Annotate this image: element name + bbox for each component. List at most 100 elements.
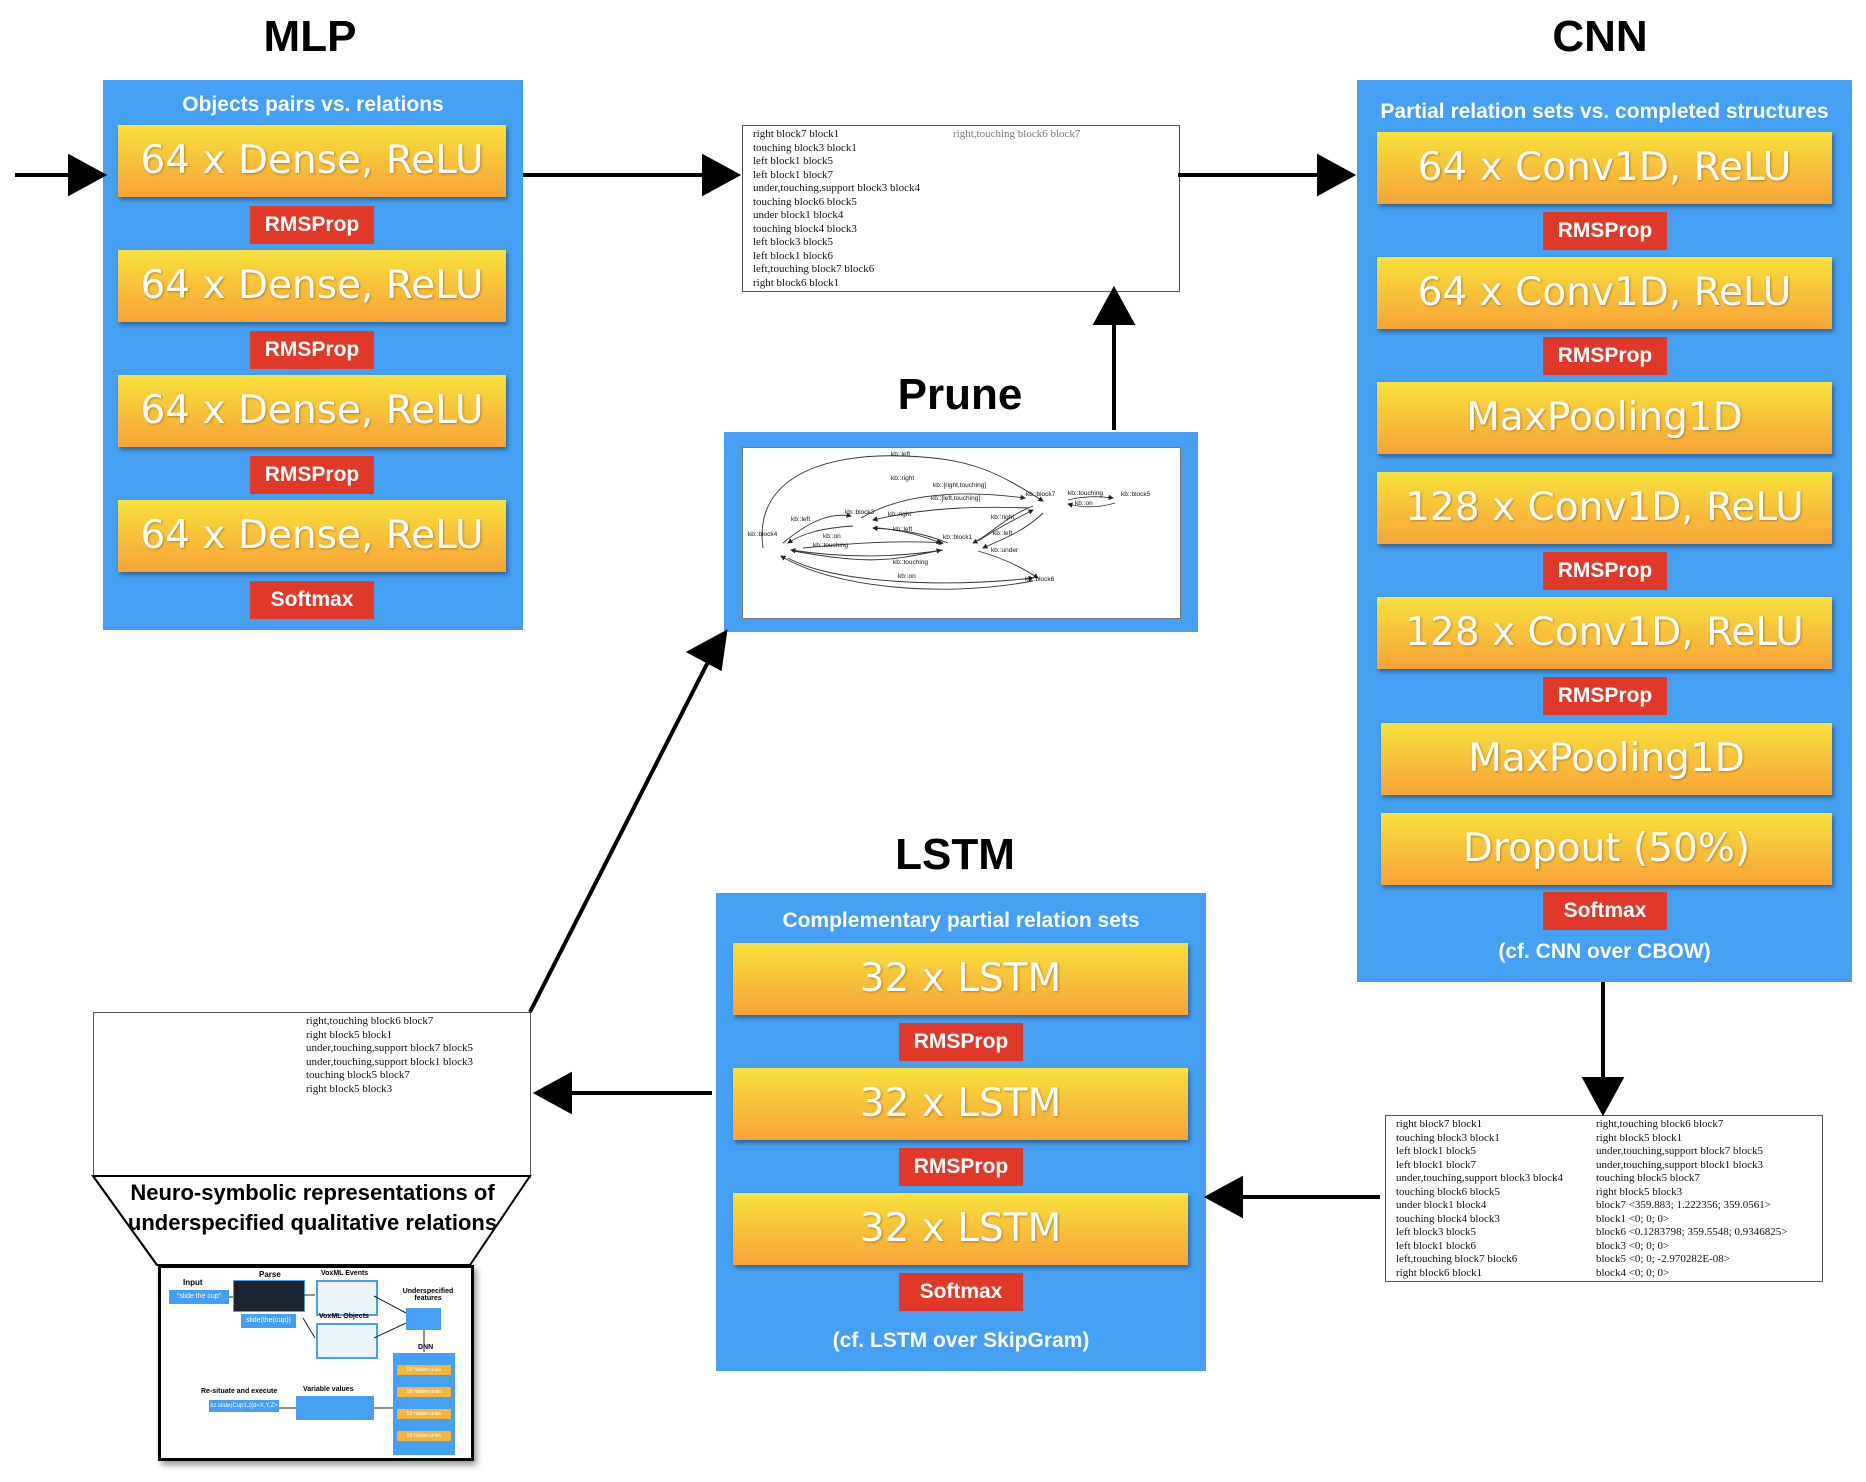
lstm-out-arrow-head — [532, 1071, 572, 1115]
relation-line: right block6 block1 — [1396, 1266, 1483, 1279]
prune-edge-label: kb::left — [893, 526, 912, 533]
relation-line: touching block5 block7 — [1596, 1172, 1700, 1184]
relation-line: under,touching,support block7 block5 — [1596, 1145, 1763, 1157]
relation-line: left,touching block7 block6 — [1396, 1253, 1518, 1265]
relation-line: block6 <0.1283798; 359.5548; 0.9346825> — [1596, 1226, 1788, 1238]
relation-line: right block5 block1 — [306, 1028, 393, 1041]
relation-line: right block6 block1 — [753, 276, 840, 289]
mlp-optimizer-3: RMSProp — [250, 456, 374, 494]
neuro-thumbnail: Input "slide the cup" Parse slide(the(cu… — [158, 1265, 474, 1461]
mlp-output-activation: Softmax — [250, 581, 374, 619]
prune-panel: kb::block4 kb::block3 kb::block7 kb::blo… — [724, 432, 1198, 632]
thumb-parse-label: Parse — [259, 1270, 281, 1279]
prune-edge-label: kb::[right,touching] — [933, 482, 986, 489]
thumb-parse-value: slide(the(cup)) — [241, 1314, 296, 1328]
relation-line: block3 <0; 0; 0> — [1596, 1239, 1670, 1252]
relation-line: right block7 block1 — [753, 128, 840, 140]
prune-edge-label: kb::[left,touching] — [931, 495, 980, 502]
prune-edge-label: kb::touching — [893, 559, 928, 566]
relation-line: left block3 block5 — [753, 236, 834, 248]
thumb-objects-box — [316, 1323, 378, 1359]
cnn-optimizer-4: RMSProp — [1543, 677, 1667, 715]
prune-node-block3: kb::block3 — [845, 509, 875, 516]
relation-line: block1 <0; 0; 0> — [1596, 1212, 1670, 1225]
mlp-optimizer-2: RMSProp — [250, 331, 374, 369]
thumb-values-label: Variable values — [303, 1386, 354, 1393]
thumb-values-box — [296, 1396, 374, 1420]
prune-node-block7: kb::block7 — [1026, 491, 1056, 498]
thumb-resituate-label: Re-situate and execute — [201, 1388, 278, 1395]
thumb-input-label: Input — [183, 1278, 203, 1287]
relation-line: right block7 block1 — [1396, 1118, 1483, 1130]
relation-line: touching block3 block1 — [753, 141, 857, 154]
thumb-parse-tree — [233, 1280, 305, 1312]
relation-line: under,touching,support block1 block3 — [306, 1055, 473, 1068]
prune-edge-label: kb::on — [1075, 500, 1093, 507]
relation-line: left block1 block6 — [1396, 1239, 1477, 1252]
neuro-caption: Neuro-symbolic representations of unders… — [127, 1180, 498, 1235]
thumb-program-box: λz.slide(Cup1,z[d<X,Y,Z> — [209, 1400, 279, 1412]
relation-line: right,touching block6 block7 — [306, 1015, 434, 1027]
cnn-layer-4: 128 x Conv1D, ReLU — [1377, 597, 1832, 669]
thumb-objects-label: VoxML Objects — [319, 1313, 369, 1320]
lstm-in-arrow-head — [1203, 1175, 1243, 1219]
prune-graph-frame: kb::block4 kb::block3 kb::block7 kb::blo… — [742, 447, 1181, 619]
prune-node-block5: kb::block5 — [1121, 491, 1151, 498]
prune-edge-label: kb::left — [791, 516, 810, 523]
lstm-panel: Complementary partial relation sets 32 x… — [716, 893, 1206, 1371]
relation-line: touching block5 block7 — [306, 1069, 410, 1081]
relation-line: left block1 block7 — [1396, 1158, 1477, 1171]
prune-edge-label: kb::right — [888, 511, 911, 518]
cnn-layer-1: 64 x Conv1D, ReLU — [1377, 132, 1832, 204]
prune-edge-label: kb::right — [991, 514, 1014, 521]
relation-line: right,touching block6 block7 — [953, 128, 1081, 140]
lstm-layer-3: 32 x LSTM — [733, 1193, 1188, 1265]
prune-edge-label: kb::on — [898, 573, 916, 580]
thumb-dnn-layer: 50 hidden units — [397, 1431, 451, 1441]
prune-node-block1: kb::block1 — [943, 534, 973, 541]
prune-out-arrow-head — [1092, 285, 1136, 325]
prune-edge-label: kb::touching — [1068, 490, 1103, 497]
prune-edge-label: kb::touching — [813, 542, 848, 549]
cnn-dropout: Dropout (50%) — [1381, 813, 1832, 885]
relation-line: right block5 block3 — [306, 1082, 393, 1095]
lstm-layer-1: 32 x LSTM — [733, 943, 1188, 1015]
mlp-layer-2: 64 x Dense, ReLU — [118, 250, 506, 322]
relation-line: under,touching,support block1 block3 — [1596, 1158, 1763, 1171]
relation-line: block4 <0; 0; 0> — [1596, 1266, 1670, 1279]
cnn-maxpool-2: MaxPooling1D — [1381, 723, 1832, 795]
relation-line: left block1 block6 — [753, 249, 834, 262]
cnn-note: (cf. CNN over CBOW) — [1498, 940, 1711, 963]
prune-relation-graph: kb::block4 kb::block3 kb::block7 kb::blo… — [748, 451, 1151, 590]
cnn-output-activation: Softmax — [1543, 892, 1667, 930]
cnn-optimizer-3: RMSProp — [1543, 552, 1667, 590]
lstm-optimizer-1: RMSProp — [899, 1023, 1023, 1061]
cnn-panel: Partial relation sets vs. completed stru… — [1357, 80, 1852, 982]
prune-edge-label: kb::left — [891, 451, 910, 458]
prune-node-block4: kb::block4 — [748, 531, 778, 538]
relation-line: touching block3 block1 — [1396, 1131, 1500, 1144]
input-arrow-head — [68, 153, 108, 197]
thumb-dnn-layer: 50 hidden units — [397, 1387, 451, 1397]
relation-line: touching block4 block3 — [753, 222, 857, 235]
cnn-title: CNN — [1552, 12, 1648, 61]
relation-line: left block1 block5 — [1396, 1145, 1477, 1157]
cnn-optimizer-1: RMSProp — [1543, 212, 1667, 250]
mlp-title: MLP — [263, 12, 357, 61]
relation-line: under,touching,support block7 block5 — [306, 1042, 473, 1054]
cnn-layer-2: 64 x Conv1D, ReLU — [1377, 257, 1832, 329]
lstm-output-activation: Softmax — [899, 1273, 1023, 1311]
lstm-subtitle: Complementary partial relation sets — [782, 909, 1140, 932]
relation-line: under,touching,support block3 block4 — [1396, 1172, 1563, 1184]
thumb-events-label: VoxML Events — [321, 1270, 369, 1277]
prune-in-arrow-head — [685, 629, 728, 672]
prune-edge-label: kb::under — [991, 547, 1019, 554]
prune-node-block6: kb::block6 — [1025, 576, 1055, 583]
cnn-subtitle: Partial relation sets vs. completed stru… — [1380, 100, 1829, 123]
relation-line: touching block6 block5 — [1396, 1185, 1500, 1198]
cnn-in-arrow-head — [1317, 153, 1357, 197]
